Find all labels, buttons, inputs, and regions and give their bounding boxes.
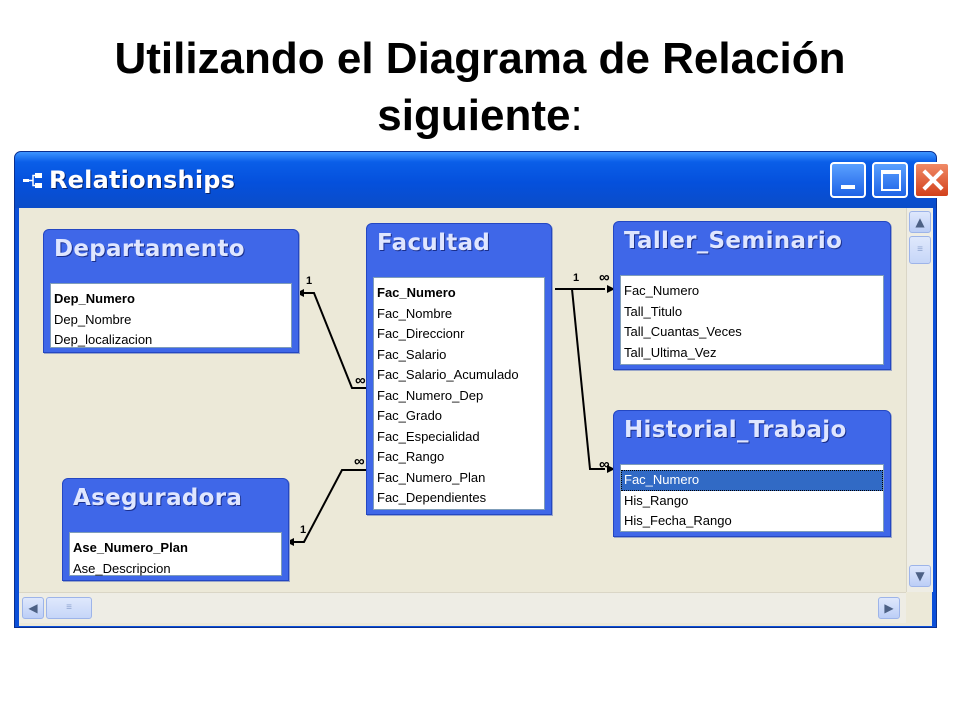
table-departamento[interactable]: Departamento Dep_Numero Dep_Nombre Dep_l… xyxy=(43,229,299,353)
table-facultad[interactable]: Facultad Fac_Numero Fac_Nombre Fac_Direc… xyxy=(366,223,552,515)
field-list: Ase_Numero_Plan Ase_Descripcion xyxy=(69,532,282,576)
close-icon[interactable] xyxy=(914,162,950,198)
field-row[interactable]: His_Rango xyxy=(624,492,689,508)
relationships-window: Relationships 1 ∞ 1 ∞ 1 ∞ ∞ xyxy=(14,151,950,628)
scroll-left-icon[interactable]: ◀ xyxy=(22,597,44,619)
relationships-icon xyxy=(23,173,42,188)
table-title: Historial_Trabajo xyxy=(624,417,847,443)
many-label-taller: ∞ xyxy=(599,269,610,286)
relationships-canvas[interactable]: 1 ∞ 1 ∞ 1 ∞ ∞ Departamento Dep_Numero De… xyxy=(19,208,933,626)
table-title: Departamento xyxy=(54,236,245,262)
table-title: Aseguradora xyxy=(73,485,243,511)
field-row[interactable]: Fac_Numero xyxy=(377,285,456,300)
field-row[interactable]: Tall_Titulo xyxy=(624,303,683,319)
field-row[interactable]: His_Fecha_Rango xyxy=(624,513,732,528)
minimize-icon[interactable] xyxy=(830,162,866,198)
window-title-bar[interactable]: Relationships xyxy=(15,152,950,208)
arrow-historial xyxy=(607,465,615,473)
field-row[interactable]: Fac_Direccionr xyxy=(377,326,465,341)
slide-title-word: siguiente xyxy=(377,91,571,140)
scroll-right-icon[interactable]: ▶ xyxy=(878,597,900,619)
field-row[interactable]: Fac_Numero_Plan xyxy=(377,469,486,485)
arrow-taller xyxy=(607,285,615,293)
field-row[interactable]: Fac_Salario_Acumulado xyxy=(377,367,519,382)
field-row[interactable]: Fac_Grado xyxy=(377,408,443,423)
one-label-aseguradora: 1 xyxy=(300,524,307,536)
slide-title: Utilizando el Diagrama de Relación sigui… xyxy=(0,30,960,144)
field-list: Dep_Numero Dep_Nombre Dep_localizacion xyxy=(50,283,292,348)
table-title: Facultad xyxy=(377,230,491,256)
field-row[interactable]: Dep_Nombre xyxy=(54,311,132,327)
field-row[interactable]: Fac_Nombre xyxy=(377,305,453,321)
horizontal-scrollbar[interactable]: ◀ ≡ ▶ xyxy=(19,592,906,623)
window-title: Relationships xyxy=(49,166,236,194)
field-row[interactable]: Ase_Descripcion xyxy=(73,560,171,576)
scroll-up-icon[interactable]: ▲ xyxy=(909,211,931,233)
table-title: Taller_Seminario xyxy=(624,228,843,254)
slide-title-colon: : xyxy=(570,91,583,140)
scroll-down-icon[interactable]: ▼ xyxy=(909,565,931,587)
table-historial-trabajo[interactable]: Historial_Trabajo Fac_Numero His_Rango H… xyxy=(613,410,891,537)
vertical-scroll-thumb[interactable]: ≡ xyxy=(909,236,931,264)
field-row[interactable]: Fac_Numero_Dep xyxy=(377,387,484,403)
field-row[interactable]: Fac_Salario xyxy=(377,346,447,362)
field-row[interactable]: Dep_localizacion xyxy=(54,332,153,347)
table-aseguradora[interactable]: Aseguradora Ase_Numero_Plan Ase_Descripc… xyxy=(62,478,289,581)
vertical-scrollbar[interactable]: ▲ ≡ ▼ xyxy=(906,208,933,592)
maximize-icon[interactable] xyxy=(872,162,908,198)
one-label-departamento: 1 xyxy=(306,275,313,287)
arrow-departamento xyxy=(296,289,304,297)
field-row[interactable]: Fac_Especialidad xyxy=(377,428,480,444)
field-row[interactable]: Tall_Cuantas_Veces xyxy=(624,324,742,339)
field-row[interactable]: Ase_Numero_Plan xyxy=(73,540,188,555)
field-list: Fac_Numero His_Rango His_Fecha_Rango xyxy=(620,464,884,532)
field-row[interactable]: Tall_Ultima_Vez xyxy=(624,344,717,360)
field-list: Fac_Numero Tall_Titulo Tall_Cuantas_Vece… xyxy=(620,275,884,365)
arrow-aseguradora xyxy=(286,538,294,546)
field-row[interactable]: Fac_Dependientes xyxy=(377,490,487,505)
link-departamento-facultad xyxy=(296,292,373,389)
slide-title-line-1: Utilizando el Diagrama de Relación xyxy=(114,34,846,83)
field-list: Fac_Numero Fac_Nombre Fac_Direccionr Fac… xyxy=(373,277,545,510)
field-row[interactable]: Fac_Numero xyxy=(624,283,700,298)
link-facultad-historial xyxy=(555,288,605,470)
field-row-selected[interactable]: Fac_Numero xyxy=(621,470,883,491)
field-row[interactable]: Fac_Rango xyxy=(377,449,445,464)
scrollbar-corner xyxy=(906,592,932,622)
horizontal-scroll-thumb[interactable]: ≡ xyxy=(46,597,92,619)
slide-title-line-2: siguiente: xyxy=(0,87,960,144)
table-taller-seminario[interactable]: Taller_Seminario Fac_Numero Tall_Titulo … xyxy=(613,221,891,370)
many-label-facultad-dep: ∞ xyxy=(355,372,366,389)
one-label-facultad: 1 xyxy=(573,272,580,284)
relationship-lines xyxy=(286,285,615,546)
many-label-facultad-plan: ∞ xyxy=(354,453,365,470)
link-aseguradora-facultad xyxy=(286,469,373,543)
field-row[interactable]: Dep_Numero xyxy=(54,291,135,306)
many-label-historial: ∞ xyxy=(599,456,610,473)
